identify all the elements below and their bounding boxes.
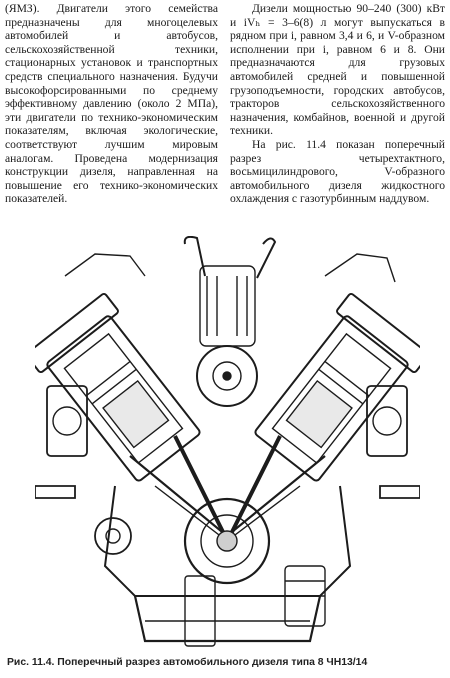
left-text-column: (ЯМЗ). Двигатели этого семейства предназ… [5, 2, 218, 206]
right-paragraph-1: Дизели мощностью 90–240 (300) кВт и iVₕ … [230, 2, 445, 138]
left-paragraph-1: (ЯМЗ). Двигатели этого семейства предназ… [5, 2, 218, 206]
right-paragraph-2: На рис. 11.4 показан поперечный разрез ч… [230, 137, 445, 206]
figure-caption: Рис. 11.4. Поперечный разрез автомобильн… [7, 657, 368, 668]
engine-cross-section-drawing [35, 236, 420, 647]
right-text-column: Дизели мощностью 90–240 (300) кВт и iVₕ … [230, 2, 445, 206]
